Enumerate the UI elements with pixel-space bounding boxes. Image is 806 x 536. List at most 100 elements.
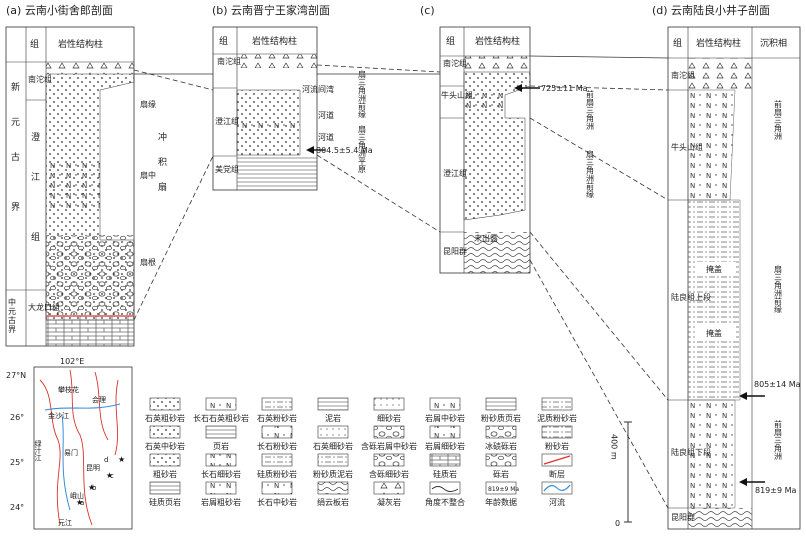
legend-label: 硅质岩 <box>433 469 457 479</box>
legend-label: 长石石英粗砂岩 <box>193 413 249 423</box>
d-age-1: 805±14 Ma <box>754 380 801 389</box>
legend-label: 岩屑中砂岩 <box>425 413 465 423</box>
legend-swatch <box>373 425 405 439</box>
legend-label: 凝灰岩 <box>377 497 401 507</box>
map-place-kunming: 昆明 <box>86 464 100 472</box>
legend-label: 河流 <box>549 497 565 507</box>
legend-label: 含砾细砂岩 <box>369 469 409 479</box>
legend-item-mud: 泥岩 <box>317 397 349 423</box>
b-age-label: 804.5±5.4 Ma <box>316 146 373 155</box>
a-fm-nantuo: 南沱组 <box>28 74 52 84</box>
legend-label: 粉砂质泥岩 <box>313 469 353 479</box>
scale-top: 400 m <box>610 434 619 460</box>
c-fm-kunyang: 昆阳群 <box>443 246 467 256</box>
legend-item-fault: 断层 <box>541 453 573 479</box>
legend-label: 岩屑粗砂岩 <box>201 497 241 507</box>
a-fm-dalongkou: 大龙口组 <box>28 302 60 312</box>
legend-label: 页岩 <box>213 441 229 451</box>
legend-swatch <box>261 481 293 495</box>
map-river-jinsha: 金沙江 <box>48 411 69 420</box>
legend-swatch <box>205 453 237 467</box>
legend-swatch <box>149 481 181 495</box>
b-header-column: 岩性结构柱 <box>252 35 297 47</box>
b-interchannel: 河流间湾 <box>302 84 334 94</box>
legend-label: 长石中砂岩 <box>257 497 297 507</box>
section-d: 组 岩性结构柱 沉积相 掩盖 掩盖 南沱组 牛头山组 陆良组上段 陆良组下段 昆… <box>667 26 801 530</box>
legend-label: 硅质页岩 <box>149 497 181 507</box>
legend-swatch <box>261 425 293 439</box>
legend-item-coarse-fsqz: 长石石英粗砂岩 <box>193 397 249 423</box>
d-fm-niutoushan: 牛头山组 <box>671 142 703 152</box>
legend-item-fine: 细砂岩 <box>373 397 405 423</box>
section-a: 组 岩性结构柱 新 元 古 界 中 元 古 界 南沱组 澄 江 组 大龙口组 冲… <box>5 26 167 347</box>
legend-item-chert: 硅质岩 <box>429 453 461 479</box>
c-header-column: 岩性结构柱 <box>475 35 520 47</box>
b-channel1: 河道 <box>318 110 334 120</box>
a-sub-mid: 扇中 <box>140 170 156 180</box>
c-fm-niutoushan: 牛头山组 <box>441 90 473 100</box>
legend-item-coarse-qz: 石英粗砂岩 <box>145 397 185 423</box>
svg-text:★: ★ <box>106 471 113 480</box>
c-fm-cj: 澄江组 <box>443 168 467 178</box>
legend-item-med-fs: 长石中砂岩 <box>257 481 297 507</box>
legend-label: 细砂岩 <box>377 413 401 423</box>
legend-label: 粉砂质页岩 <box>481 413 521 423</box>
legend-label: 石英粗砂岩 <box>145 413 185 423</box>
b-delta-front: 扇三角洲前缘 <box>358 69 367 118</box>
boundary-lines <box>134 55 669 75</box>
legend-label: 粉砂岩 <box>545 441 569 451</box>
map-lat-25: 25° <box>10 458 24 467</box>
legend-label: 石英粉砂岩 <box>257 413 297 423</box>
map-point-d: d <box>104 456 108 464</box>
legend-item-silt-mud: 粉砂质泥岩 <box>313 453 353 479</box>
legend-label: 泥岩 <box>325 413 341 423</box>
legend-swatch <box>149 425 181 439</box>
svg-text:★: ★ <box>88 483 95 492</box>
a-lower-3: 古 <box>8 315 16 325</box>
d-front: 扇三角洲前缘 <box>774 264 783 313</box>
b-fm-cj: 澄江组 <box>215 116 239 126</box>
a-sub-root: 扇根 <box>140 257 156 267</box>
legend-label: 角度不整合 <box>425 497 465 507</box>
d-pre-fan: 前扇三角洲 <box>774 99 783 140</box>
c-front-fan: 前扇三角洲 <box>586 89 595 130</box>
legend-label: 泥质粉砂岩 <box>537 413 577 423</box>
legend: 石英粗砂岩长石石英粗砂岩石英粉砂岩泥岩细砂岩岩屑中砂岩粉砂质页岩泥质粉砂岩石英中… <box>145 397 577 507</box>
legend-item-unconformity: 角度不整合 <box>425 481 465 507</box>
title-section-d: (d) 云南陆良小井子剖面 <box>652 3 770 17</box>
a-fm-cj-2: 江 <box>31 172 40 183</box>
d-fm-nantuo: 南沱组 <box>671 70 695 80</box>
map-lat-27: 27°N <box>6 371 26 380</box>
legend-item-mud-silt: 泥质粉砂岩 <box>537 397 577 423</box>
legend-swatch <box>541 453 573 467</box>
legend-item-slate: 绢云板岩 <box>317 481 349 507</box>
legend-swatch <box>261 397 293 411</box>
legend-swatch <box>373 453 405 467</box>
a-facies-3: 扇 <box>158 181 167 193</box>
legend-item-gravel-lithic: 含砾岩屑中砂岩 <box>361 425 417 451</box>
legend-swatch <box>317 453 349 467</box>
b-fm-meidang: 美党组 <box>215 164 239 174</box>
d-header-facies: 沉积相 <box>760 37 787 49</box>
legend-item-silt-fs: 长石粉砂岩 <box>257 425 297 451</box>
legend-label: 断层 <box>549 469 565 479</box>
section-c: 组 岩性结构柱 未出露 南沱组 牛头山组 澄江组 昆阳群 前扇三角洲 扇三角洲前… <box>439 26 595 274</box>
legend-swatch <box>205 481 237 495</box>
legend-label: 岩屑细砂岩 <box>425 441 465 451</box>
age-sample-label: 819±9 Ma <box>488 486 519 493</box>
legend-swatch <box>429 481 461 495</box>
legend-swatch <box>149 397 181 411</box>
header-column: 岩性结构柱 <box>58 38 103 50</box>
legend-label: 绢云板岩 <box>317 497 349 507</box>
title-section-b: (b) 云南晋宁王家湾剖面 <box>212 3 330 17</box>
map-longitude: 102°E <box>60 357 84 366</box>
legend-swatch <box>429 397 461 411</box>
a-fm-cj-1: 澄 <box>31 131 40 143</box>
legend-swatch <box>541 425 573 439</box>
d-header-column: 岩性结构柱 <box>696 37 741 49</box>
d-covered-2: 掩盖 <box>706 328 722 338</box>
map-place-eshan: 峨山 <box>70 491 84 500</box>
legend-item-lithic-coarse: 岩屑粗砂岩 <box>201 481 241 507</box>
legend-label: 长石粉砂岩 <box>257 441 297 451</box>
